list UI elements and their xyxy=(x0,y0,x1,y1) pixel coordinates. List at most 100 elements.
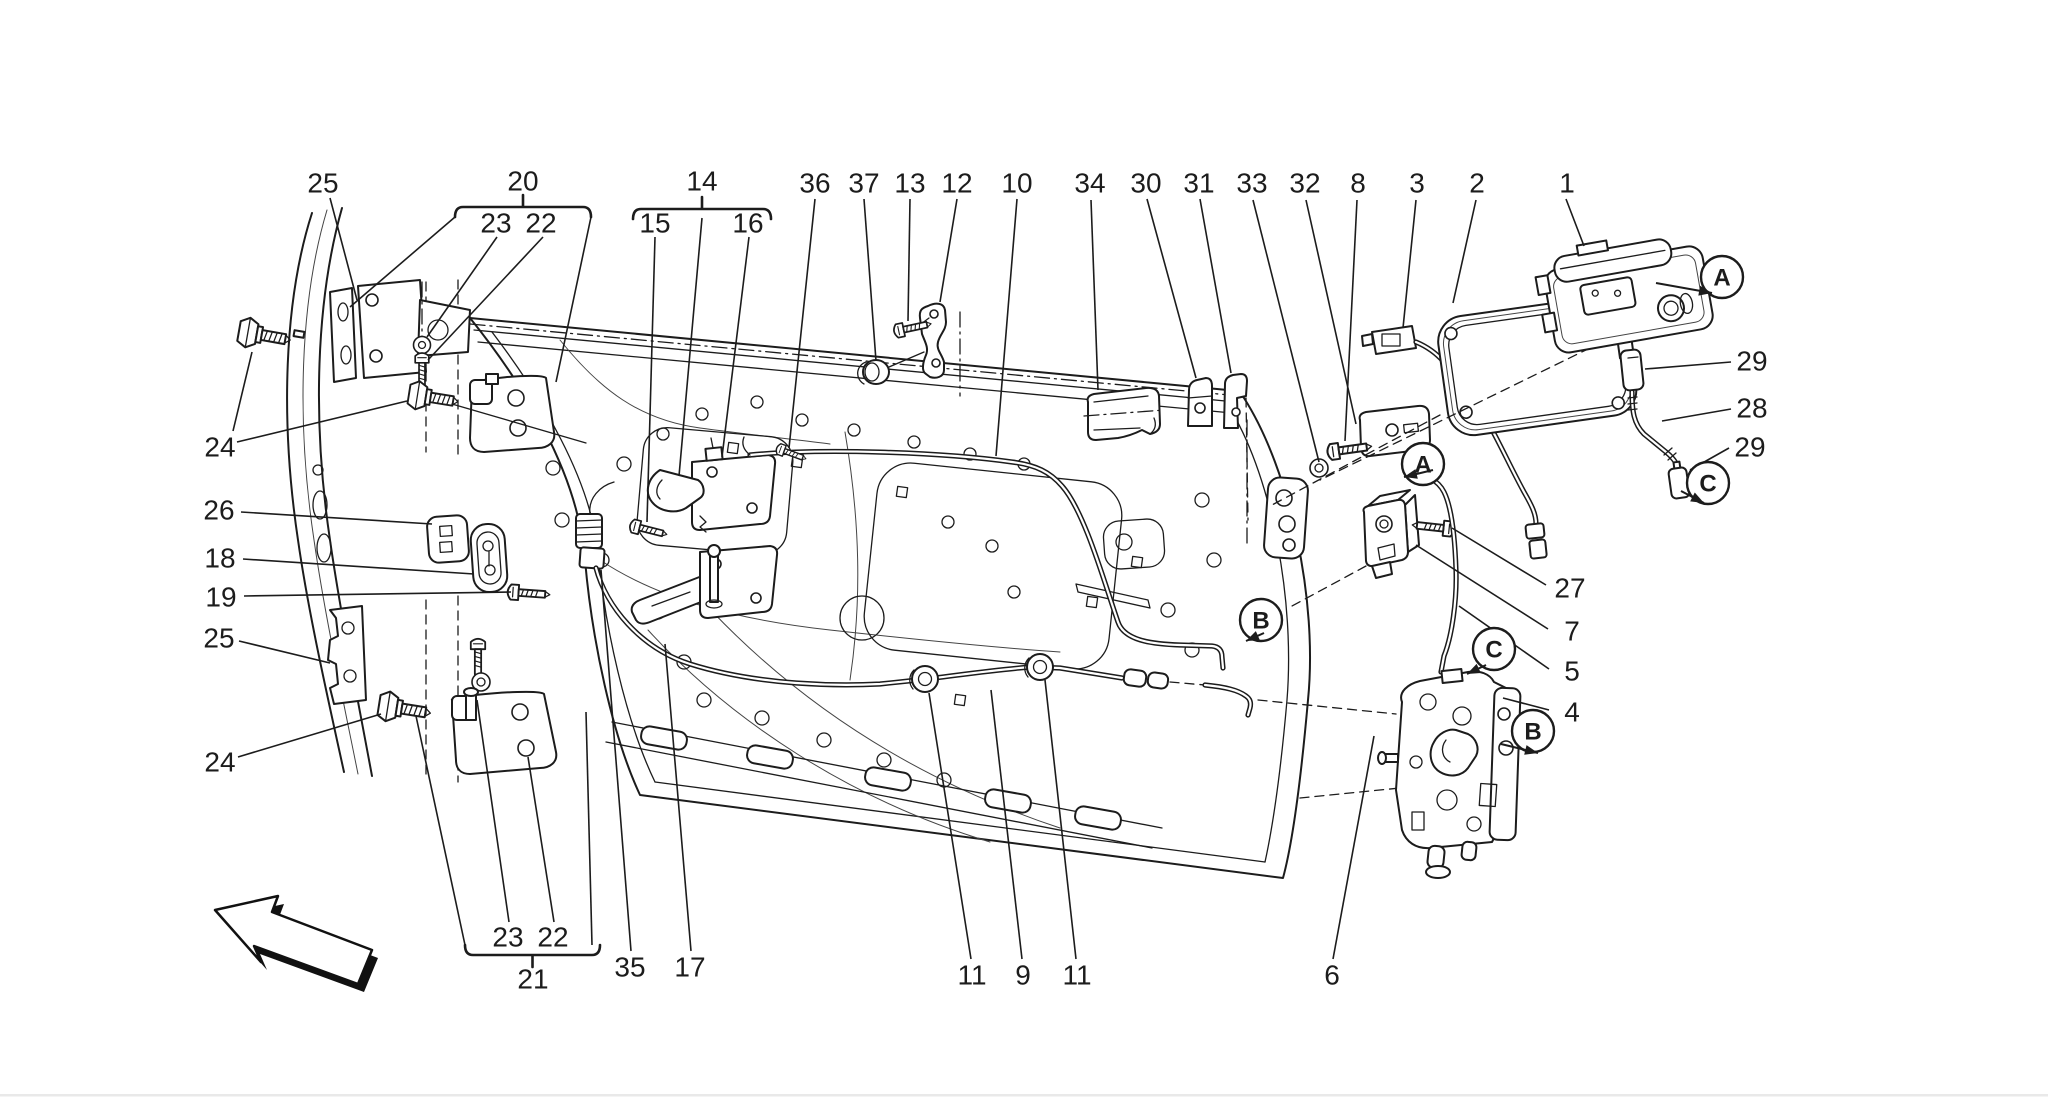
view-marker-circle xyxy=(1699,254,1745,300)
view-marker-circle xyxy=(1471,626,1517,672)
callout-label-10: 10 xyxy=(1001,168,1032,199)
panel-holes xyxy=(545,395,1222,788)
callout-label-8: 8 xyxy=(1350,168,1366,199)
callout-label-27: 27 xyxy=(1554,573,1585,604)
leader-line xyxy=(721,236,750,458)
callout-label-28: 28 xyxy=(1736,393,1767,424)
callout-label-36: 36 xyxy=(799,168,830,199)
leader-line xyxy=(990,689,1023,960)
clip-12-group xyxy=(774,302,961,465)
leader-line xyxy=(1332,735,1375,960)
lock-rod-10 xyxy=(742,436,1226,671)
leader-line xyxy=(1044,679,1077,960)
callout-label-21: 21 xyxy=(517,964,548,995)
leader-line xyxy=(476,699,510,923)
leader-line xyxy=(236,400,408,443)
check-strap-group xyxy=(575,481,779,625)
leader-line xyxy=(1090,199,1099,391)
view-marker-arrowhead xyxy=(1404,469,1418,479)
callout-label-30: 30 xyxy=(1130,168,1161,199)
direction-arrow xyxy=(213,894,378,992)
view-marker-circle xyxy=(1685,460,1731,506)
leader-line xyxy=(415,715,466,946)
bracket-32-group xyxy=(1309,404,1431,478)
leader-line xyxy=(928,692,972,960)
leader-line xyxy=(240,511,433,525)
callout-label-32: 32 xyxy=(1289,168,1320,199)
leader-line xyxy=(349,216,456,308)
page-bottom-edge xyxy=(0,1094,2048,1097)
rod-5 xyxy=(1410,471,1459,675)
leader-line xyxy=(788,198,816,449)
leader-line xyxy=(1415,544,1549,630)
channel-clips-group xyxy=(1083,373,1249,521)
view-marker-letter-C: C xyxy=(1485,637,1502,664)
leader-line xyxy=(242,558,475,575)
callout-label-25: 25 xyxy=(203,623,234,654)
callout-label-5: 5 xyxy=(1564,656,1580,687)
callout-label-13: 13 xyxy=(894,168,925,199)
view-marker-letter-A: A xyxy=(1713,265,1730,292)
leader-line xyxy=(939,198,958,303)
view-marker-arrowhead xyxy=(1524,745,1538,755)
outer-handle-1 xyxy=(1534,238,1714,354)
callout-label-4: 4 xyxy=(1564,697,1580,728)
lower-hinge-group xyxy=(375,595,558,783)
callout-label-23: 23 xyxy=(480,208,511,239)
view-marker-arrowhead xyxy=(1467,663,1481,674)
leader-line xyxy=(1146,198,1197,379)
a-pillar-strip xyxy=(286,207,373,777)
callout-label-2: 2 xyxy=(1469,168,1485,199)
callout-bracket xyxy=(463,943,602,969)
leader-line xyxy=(1199,198,1232,374)
door-inner-panel-details xyxy=(545,339,1309,849)
leader-line xyxy=(527,756,555,923)
leader-line xyxy=(1661,408,1732,422)
callout-label-9: 9 xyxy=(1015,960,1031,991)
leader-line xyxy=(863,198,877,362)
callout-label-14: 14 xyxy=(686,166,717,197)
callout-label-31: 31 xyxy=(1183,168,1214,199)
leader-line xyxy=(243,591,512,597)
callout-label-34: 34 xyxy=(1074,168,1105,199)
callout-label-33: 33 xyxy=(1236,168,1267,199)
view-marker-letter-B: B xyxy=(1252,608,1269,635)
callout-label-1: 1 xyxy=(1559,168,1575,199)
callout-bracket xyxy=(631,195,773,221)
callout-label-18: 18 xyxy=(204,543,235,574)
leader-line xyxy=(585,711,593,946)
callout-label-22: 22 xyxy=(525,208,556,239)
callout-label-7: 7 xyxy=(1564,616,1580,647)
leader-line xyxy=(907,198,911,322)
callout-label-24: 24 xyxy=(204,747,235,778)
leader-line xyxy=(600,569,632,952)
callout-label-25: 25 xyxy=(307,168,338,199)
leader-line xyxy=(995,198,1018,457)
view-marker-letter-C: C xyxy=(1699,471,1716,498)
callout-label-11: 11 xyxy=(957,960,986,991)
callout-label-23: 23 xyxy=(492,922,523,953)
callout-label-17: 17 xyxy=(674,952,705,983)
callout-label-24: 24 xyxy=(204,432,235,463)
view-marker-circle xyxy=(1238,597,1284,643)
inner-handle-group xyxy=(627,437,777,542)
callout-label-20: 20 xyxy=(507,166,538,197)
leader-line xyxy=(1502,697,1550,711)
leader-line xyxy=(1565,198,1585,247)
leader-line xyxy=(1344,199,1358,442)
leader-line xyxy=(1452,199,1477,304)
callout-label-29: 29 xyxy=(1736,346,1767,377)
leader-line xyxy=(1402,199,1417,329)
leader-line xyxy=(329,197,358,301)
callout-bracket xyxy=(453,193,593,219)
callout-label-15: 15 xyxy=(639,208,670,239)
callout-label-29: 29 xyxy=(1734,432,1765,463)
callout-label-22: 22 xyxy=(537,922,568,953)
release-cable-group xyxy=(593,565,1254,718)
callout-label-16: 16 xyxy=(732,208,763,239)
view-marker-arrowhead xyxy=(1698,285,1712,296)
callout-label-12: 12 xyxy=(941,168,972,199)
upper-hinge-group xyxy=(235,279,587,457)
leader-line xyxy=(232,351,253,432)
